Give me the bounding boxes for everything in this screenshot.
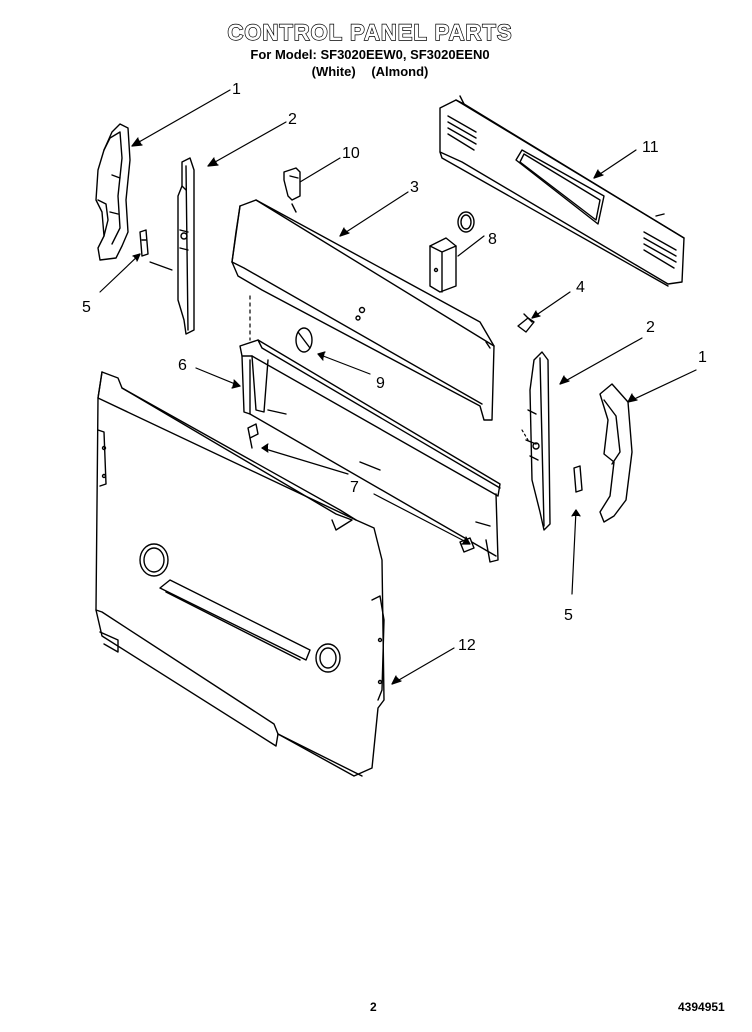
part-1-end-cap-right [599,383,633,523]
part-11-rear-panel [439,95,685,287]
leader-lines [99,89,697,685]
color-almond-label: (Almond) [371,64,429,79]
part-3-control-panel [231,199,495,421]
callout-11: 11 [642,139,659,156]
part-12-front-panel [95,371,385,777]
part-5-clip-left [139,229,149,257]
page-number: 2 [370,1000,377,1014]
part-2-bracket-right [525,351,551,531]
part-9-knob [295,327,313,353]
callout-1-right: 1 [698,349,707,366]
color-white-label: (White) [311,64,356,79]
model-numbers: For Model: SF3020EEW0, SF3020EEN0 [250,47,490,62]
part-8-switch [429,211,475,293]
callout-9: 9 [376,375,385,392]
part-6-channel [239,339,501,563]
callout-2-left: 2 [288,111,297,128]
part-1-end-cap-left [95,123,131,261]
callout-1-left: 1 [232,81,241,98]
part-10-small-bracket [283,167,301,213]
callout-4: 4 [576,279,585,296]
part-2-bracket-left [177,157,195,335]
document-number: 4394951 [678,1000,725,1014]
callout-10: 10 [342,145,360,162]
callout-2-right: 2 [646,319,655,336]
callout-5-right: 5 [564,607,573,624]
part-5-clip-right [573,465,583,493]
callout-3: 3 [410,179,419,196]
callout-labels: 1 2 10 3 11 8 4 5 2 1 6 9 7 5 12 [82,81,707,654]
part-4-screw [517,313,535,333]
callout-6: 6 [178,357,187,374]
page-title: CONTROL PANEL PARTS [227,19,513,45]
callout-8: 8 [488,231,497,248]
color-variants: (White) (Almond) [0,64,740,79]
callout-12: 12 [458,637,476,654]
callout-7: 7 [350,479,359,496]
callout-5-left: 5 [82,299,91,316]
